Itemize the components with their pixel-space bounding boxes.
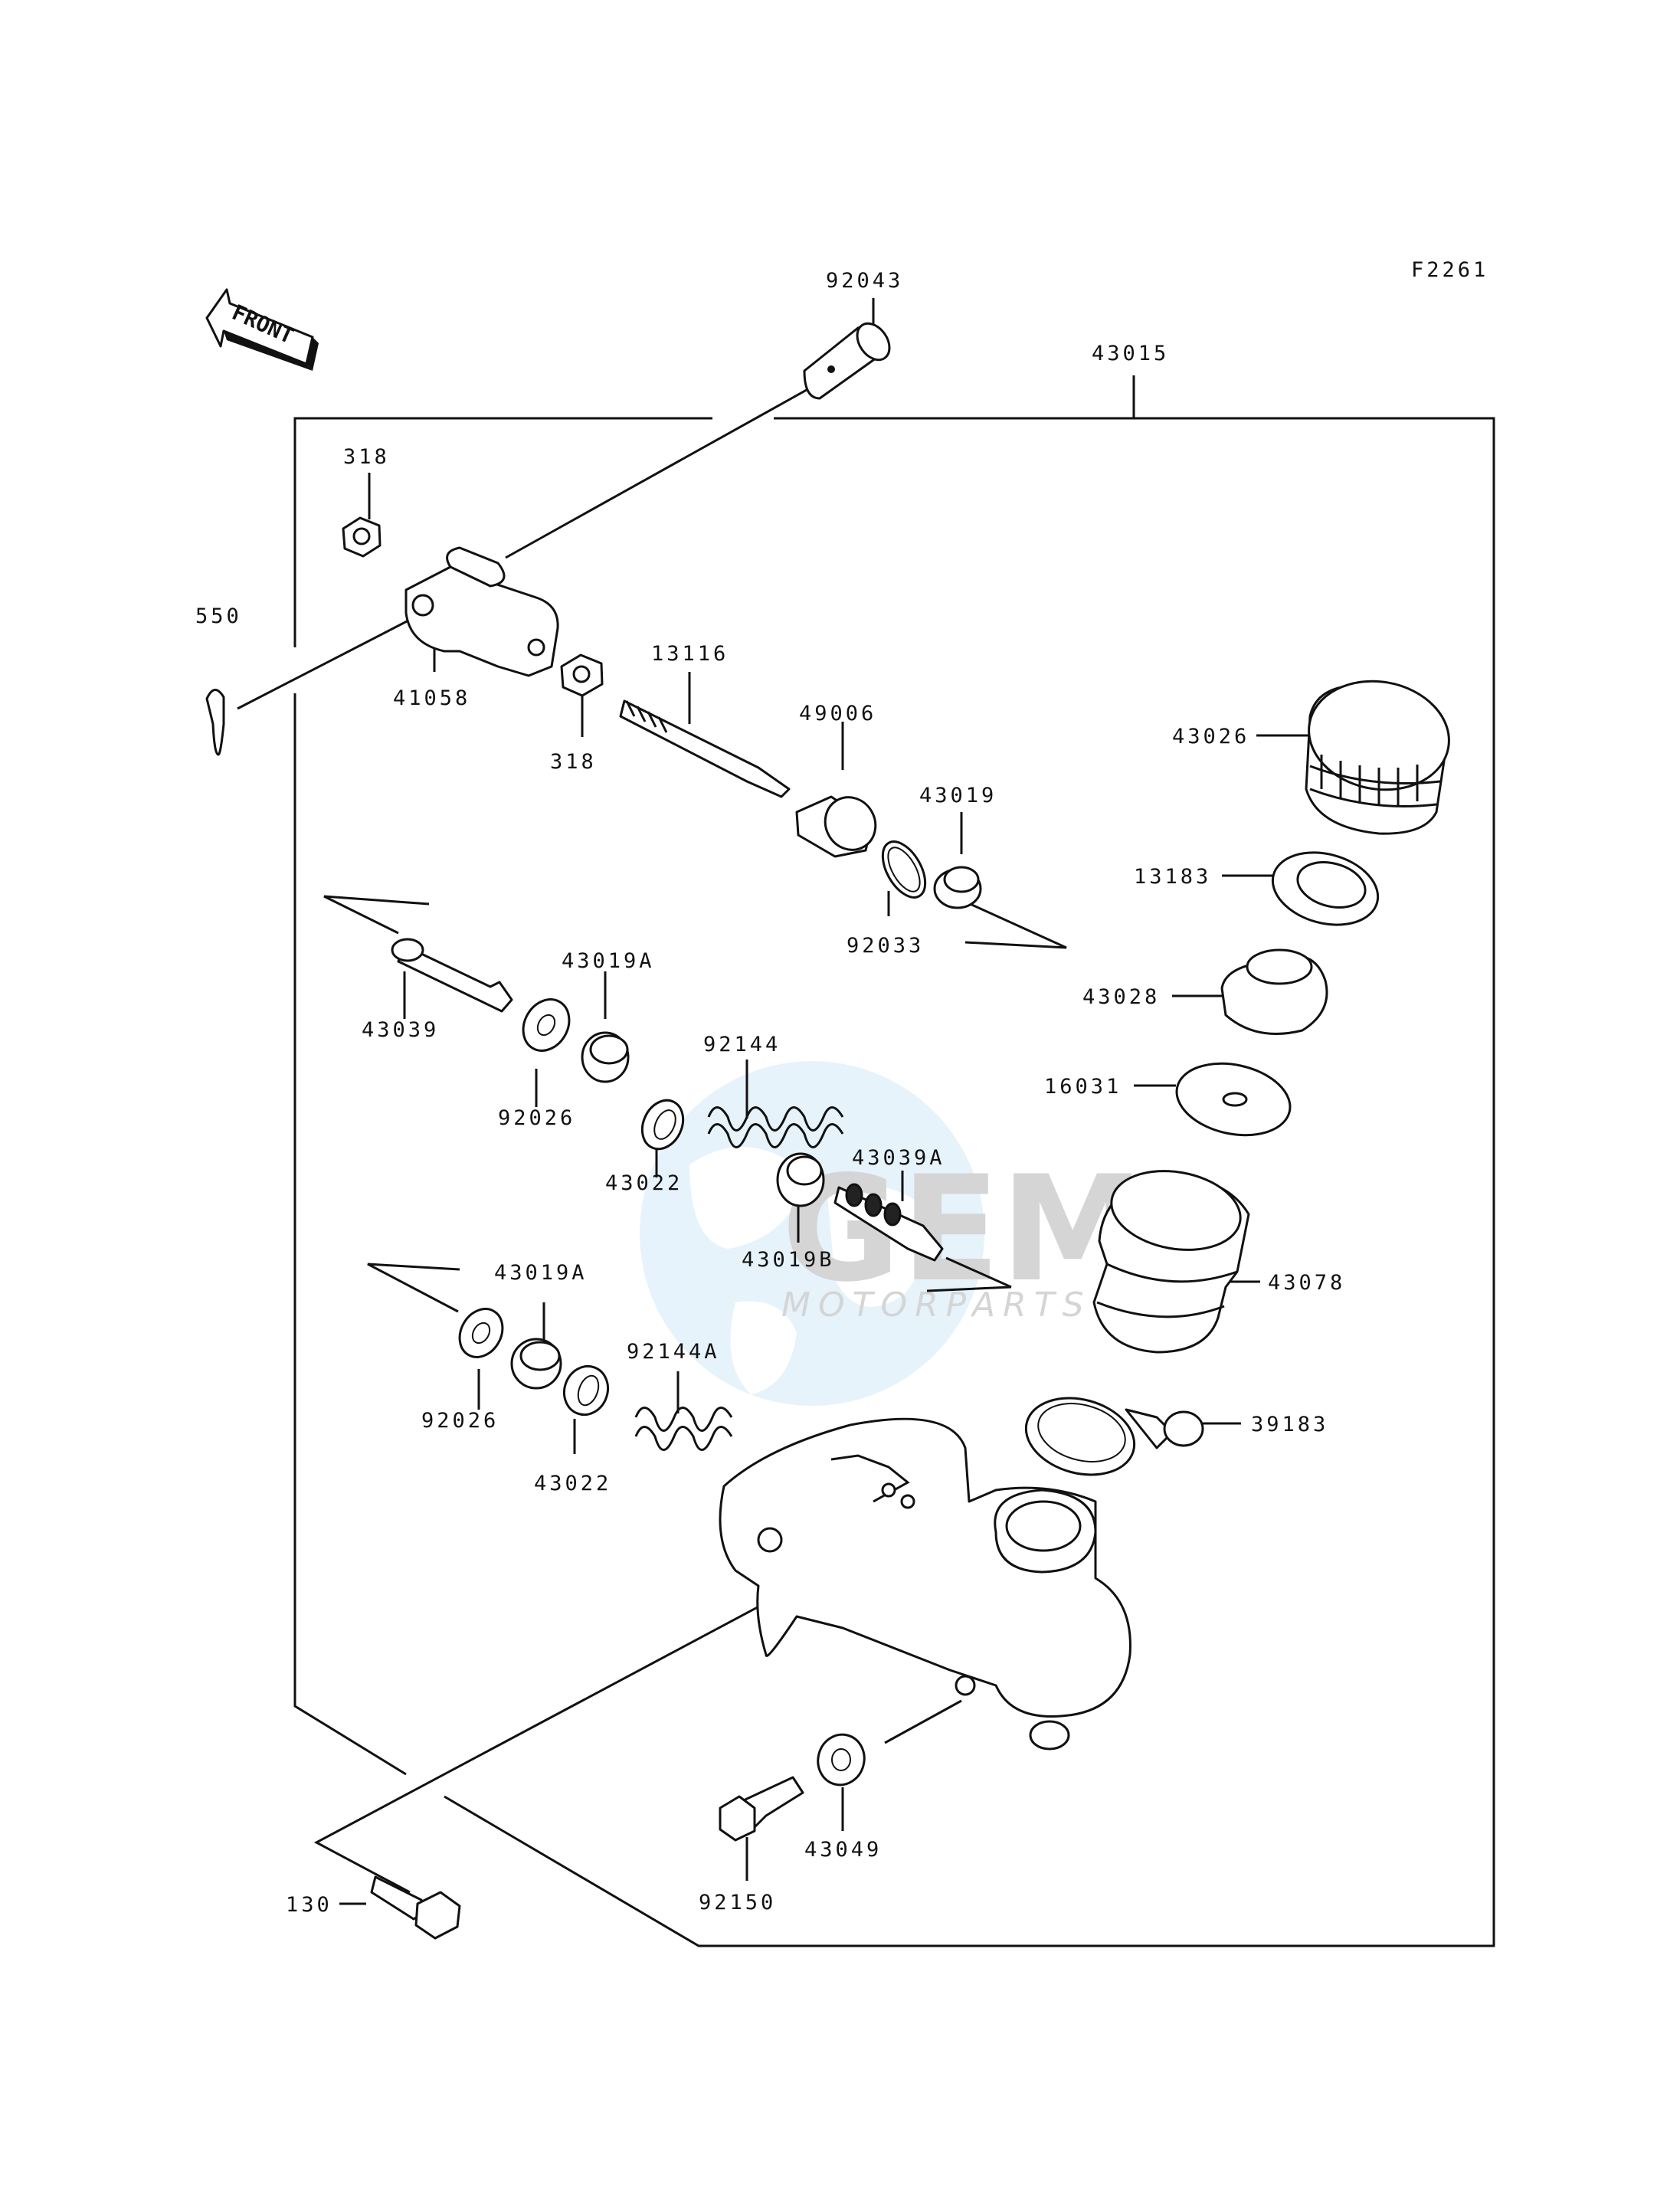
- label-92033: 92033: [847, 934, 924, 958]
- part-318-nut-top: [342, 516, 382, 558]
- figure-code: F2261: [1411, 258, 1488, 282]
- label-43022-1: 43022: [605, 1171, 683, 1195]
- assembly-bracket: [293, 375, 1495, 1947]
- label-318-top: 318: [343, 445, 390, 469]
- part-43019-seal: [933, 866, 982, 909]
- part-550-cotter-pin: [205, 689, 225, 756]
- label-92150: 92150: [699, 1891, 776, 1914]
- label-43039: 43039: [362, 1018, 439, 1042]
- part-92026-washer-1: [522, 998, 571, 1052]
- part-130-bolt: [370, 1875, 461, 1940]
- part-43019A-seal-2: [510, 1338, 562, 1390]
- label-43049: 43049: [804, 1838, 882, 1862]
- part-92144-spring: [707, 1106, 844, 1148]
- leader-lines: [237, 298, 1310, 1905]
- part-13116-pushrod: [619, 699, 791, 798]
- part-43039-pushrod: [391, 938, 513, 1013]
- label-43039A: 43039A: [852, 1146, 945, 1170]
- label-92026-2: 92026: [421, 1409, 499, 1433]
- label-550: 550: [195, 604, 242, 628]
- part-16031-washer: [1175, 1062, 1292, 1137]
- label-318-bottom: 318: [550, 750, 597, 774]
- label-41058: 41058: [393, 686, 470, 710]
- part-43039A-piston: [833, 1183, 944, 1262]
- label-39183: 39183: [1251, 1413, 1328, 1436]
- label-13116: 13116: [651, 642, 729, 666]
- part-41058-clevis: [404, 546, 559, 677]
- watermark-sub: MOTORPARTS: [781, 1286, 1092, 1325]
- label-92144A: 92144A: [627, 1340, 720, 1364]
- label-92144: 92144: [703, 1033, 781, 1056]
- part-318-nut-bottom: [560, 653, 604, 697]
- part-43028-diaphragm: [1220, 948, 1328, 1035]
- front-arrow-icon: FRONT: [205, 288, 319, 371]
- part-49006-boot-sleeve: [795, 795, 877, 858]
- part-43026-cap: [1305, 680, 1450, 835]
- part-39183-hose-clamp: [1024, 1397, 1204, 1476]
- label-43015: 43015: [1092, 342, 1169, 365]
- label-43019A-1: 43019A: [562, 949, 655, 973]
- label-92026-1: 92026: [498, 1106, 575, 1130]
- label-16031: 16031: [1044, 1075, 1122, 1099]
- part-92043-pin: [803, 322, 891, 400]
- part-92033-circlip: [881, 840, 927, 899]
- label-130: 130: [286, 1893, 332, 1917]
- label-43078: 43078: [1268, 1271, 1345, 1295]
- label-43028: 43028: [1082, 985, 1160, 1009]
- part-43022-spring-seat-2: [563, 1364, 609, 1417]
- part-43019A-seal-1: [581, 1031, 630, 1083]
- label-92043: 92043: [826, 269, 903, 293]
- part-13183-diaphragm-plate: [1271, 851, 1380, 926]
- label-13183: 13183: [1134, 865, 1211, 889]
- part-92026-washer-2: [458, 1308, 504, 1358]
- label-43026: 43026: [1172, 725, 1249, 748]
- globe-icon: [640, 1061, 984, 1406]
- label-43019B: 43019B: [742, 1248, 835, 1272]
- label-43022-2: 43022: [534, 1472, 611, 1495]
- label-43019A-2: 43019A: [494, 1261, 588, 1285]
- part-92144A-spring: [634, 1407, 733, 1451]
- part-labels: 92043 43015 318 550 41058 318 13116 4900…: [195, 269, 1345, 1917]
- part-43001-master-cylinder-body: [719, 1417, 1131, 1751]
- part-92150-banjo-bolt: [719, 1776, 804, 1842]
- part-43078-boot: [1092, 1170, 1250, 1354]
- label-49006: 49006: [799, 702, 876, 725]
- label-43019: 43019: [919, 784, 997, 807]
- part-43019B-seal: [776, 1152, 825, 1207]
- watermark-brand: GEM: [781, 1145, 1145, 1314]
- part-43049-gasket: [817, 1733, 866, 1787]
- part-43022-spring-seat-1: [640, 1099, 685, 1151]
